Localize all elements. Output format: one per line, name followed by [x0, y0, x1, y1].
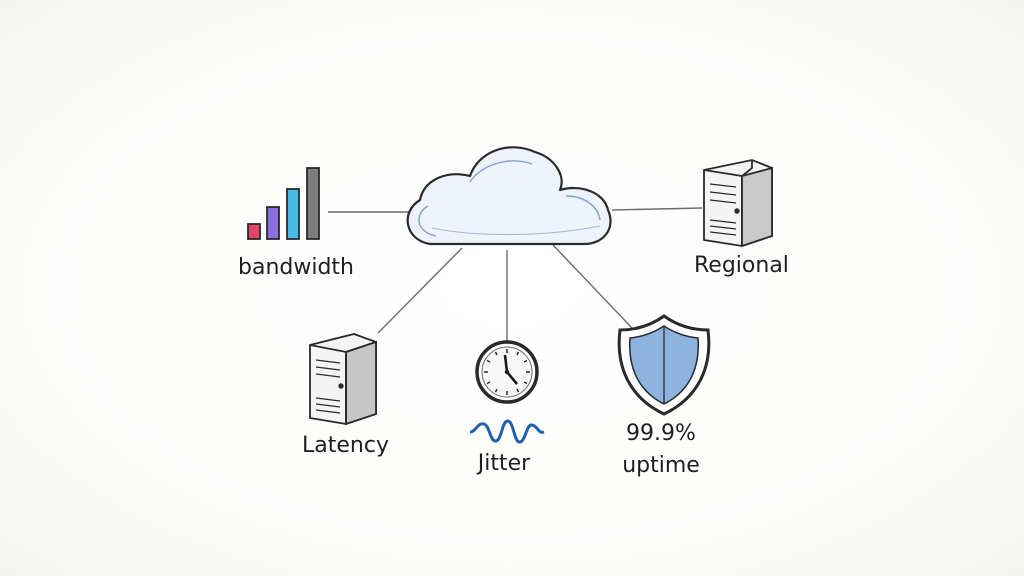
- connector-regional: [611, 207, 703, 211]
- cloud-icon: [406, 146, 612, 246]
- server-icon: [309, 333, 377, 426]
- uptime-percent-label: 99.9%: [626, 421, 696, 446]
- shield-icon: [617, 314, 711, 416]
- bandwidth-label: bandwidth: [238, 255, 354, 280]
- regional-label: Regional: [694, 253, 789, 278]
- connector-latency: [377, 247, 463, 334]
- uptime-label: uptime: [622, 453, 700, 478]
- connectors: [328, 207, 703, 343]
- clock-icon: [475, 340, 539, 404]
- bandwidth-bar: [266, 206, 280, 240]
- bandwidth-bar: [286, 188, 300, 240]
- latency-label: Latency: [302, 433, 389, 458]
- connector-uptime: [552, 244, 633, 329]
- signal-bars-icon: [247, 167, 320, 240]
- bandwidth-bar: [306, 167, 320, 240]
- bandwidth-bar: [247, 223, 261, 240]
- jitter-label: Jitter: [477, 451, 531, 476]
- jitter-wave-icon: [469, 419, 545, 444]
- server-icon: [703, 159, 773, 248]
